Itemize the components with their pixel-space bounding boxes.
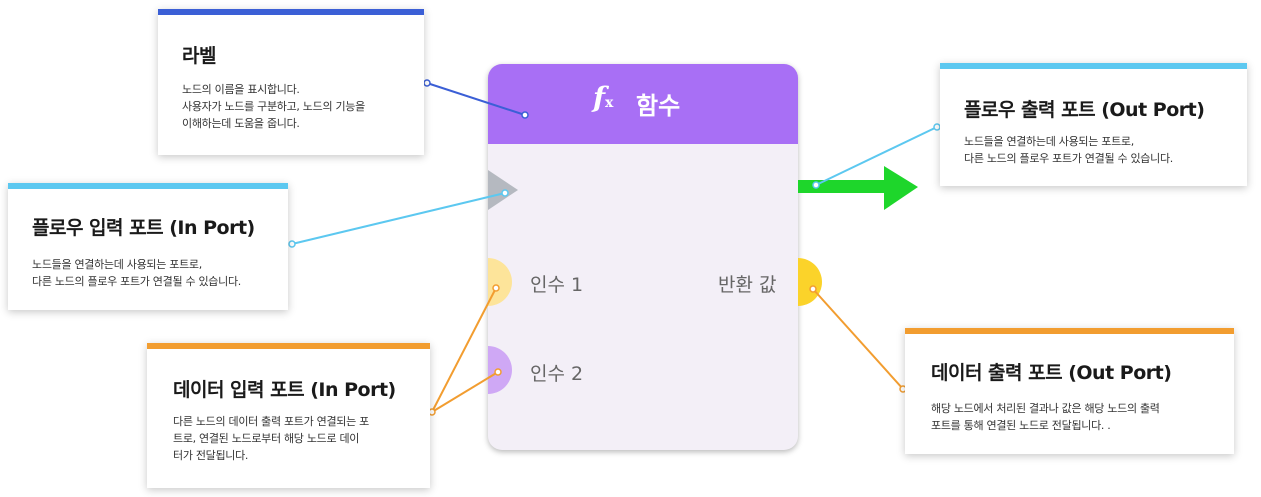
description-line: 다른 노드의 플로우 포트가 연결될 수 있습니다.	[32, 275, 241, 288]
callout-description: 노드들을 연결하는데 사용되는 포트로, 다른 노드의 플로우 포트가 연결될 …	[964, 133, 1173, 167]
description-line: 포트를 통해 연결된 노드로 전달됩니다. .	[931, 419, 1111, 432]
function-icon: fx	[593, 81, 614, 114]
return-label: 반환 값	[718, 274, 777, 296]
description-line: 트로, 연결된 노드로부터 해당 노드로 데이	[173, 432, 360, 445]
callout-accent-bar	[905, 328, 1234, 334]
callout-accent-bar	[8, 183, 288, 189]
callout-description: 노드들을 연결하는데 사용되는 포트로, 다른 노드의 플로우 포트가 연결될 …	[32, 256, 241, 290]
arg2-label: 인수 2	[530, 363, 584, 385]
data-in-port-callout: 데이터 입력 포트 (In Port) 다른 노드의 데이터 출력 포트가 연결…	[147, 343, 430, 488]
description-line: 해당 노드에서 처리된 결과나 값은 해당 노드의 출력	[931, 402, 1160, 415]
description-line: 노드들을 연결하는데 사용되는 포트로,	[964, 135, 1134, 148]
data-in-leader-lines	[428, 284, 502, 416]
description-line: 터가 전달됩니다.	[173, 449, 249, 462]
flow-out-leader-line	[812, 123, 941, 189]
callout-title: 데이터 출력 포트 (Out Port)	[931, 362, 1172, 384]
label-callout: 라벨 노드의 이름을 표시합니다. 사용자가 노드를 구분하고, 노드의 기능을…	[158, 9, 424, 155]
description-line: 사용자가 노드를 구분하고, 노드의 기능을	[182, 100, 365, 113]
function-node[interactable]: fx 함수 인수 1 인수 2 반환 값	[488, 64, 798, 450]
description-line: 다른 노드의 플로우 포트가 연결될 수 있습니다.	[964, 152, 1173, 165]
data-out-leader-line	[809, 285, 907, 393]
label-leader-line	[423, 79, 529, 119]
callout-description: 해당 노드에서 처리된 결과나 값은 해당 노드의 출력 포트를 통해 연결된 …	[931, 400, 1160, 434]
description-line: 노드의 이름을 표시합니다.	[182, 83, 300, 96]
callout-description: 다른 노드의 데이터 출력 포트가 연결되는 포 트로, 연결된 노드로부터 해…	[173, 413, 369, 464]
description-line: 이해하는데 도움을 줍니다.	[182, 117, 300, 130]
callout-title: 라벨	[182, 45, 216, 67]
flow-out-port-callout: 플로우 출력 포트 (Out Port) 노드들을 연결하는데 사용되는 포트로…	[940, 63, 1247, 186]
node-title: 함수	[636, 92, 681, 120]
callout-accent-bar	[158, 9, 424, 15]
data-out-port-callout: 데이터 출력 포트 (Out Port) 해당 노드에서 처리된 결과나 값은 …	[905, 328, 1234, 454]
callout-accent-bar	[940, 63, 1247, 69]
return-port[interactable]	[798, 258, 822, 306]
arg1-port[interactable]	[488, 258, 512, 306]
callout-accent-bar	[147, 343, 430, 349]
callout-title: 데이터 입력 포트 (In Port)	[173, 379, 396, 401]
node-header: fx 함수	[488, 64, 798, 144]
flow-in-port-callout: 플로우 입력 포트 (In Port) 노드들을 연결하는데 사용되는 포트로,…	[8, 183, 288, 310]
arg1-label: 인수 1	[530, 274, 584, 296]
callout-title: 플로우 입력 포트 (In Port)	[32, 217, 255, 239]
description-line: 다른 노드의 데이터 출력 포트가 연결되는 포	[173, 415, 369, 428]
callout-description: 노드의 이름을 표시합니다. 사용자가 노드를 구분하고, 노드의 기능을 이해…	[182, 81, 365, 132]
callout-title: 플로우 출력 포트 (Out Port)	[964, 99, 1205, 121]
flow-in-leader-line	[288, 189, 509, 248]
description-line: 노드들을 연결하는데 사용되는 포트로,	[32, 258, 202, 271]
